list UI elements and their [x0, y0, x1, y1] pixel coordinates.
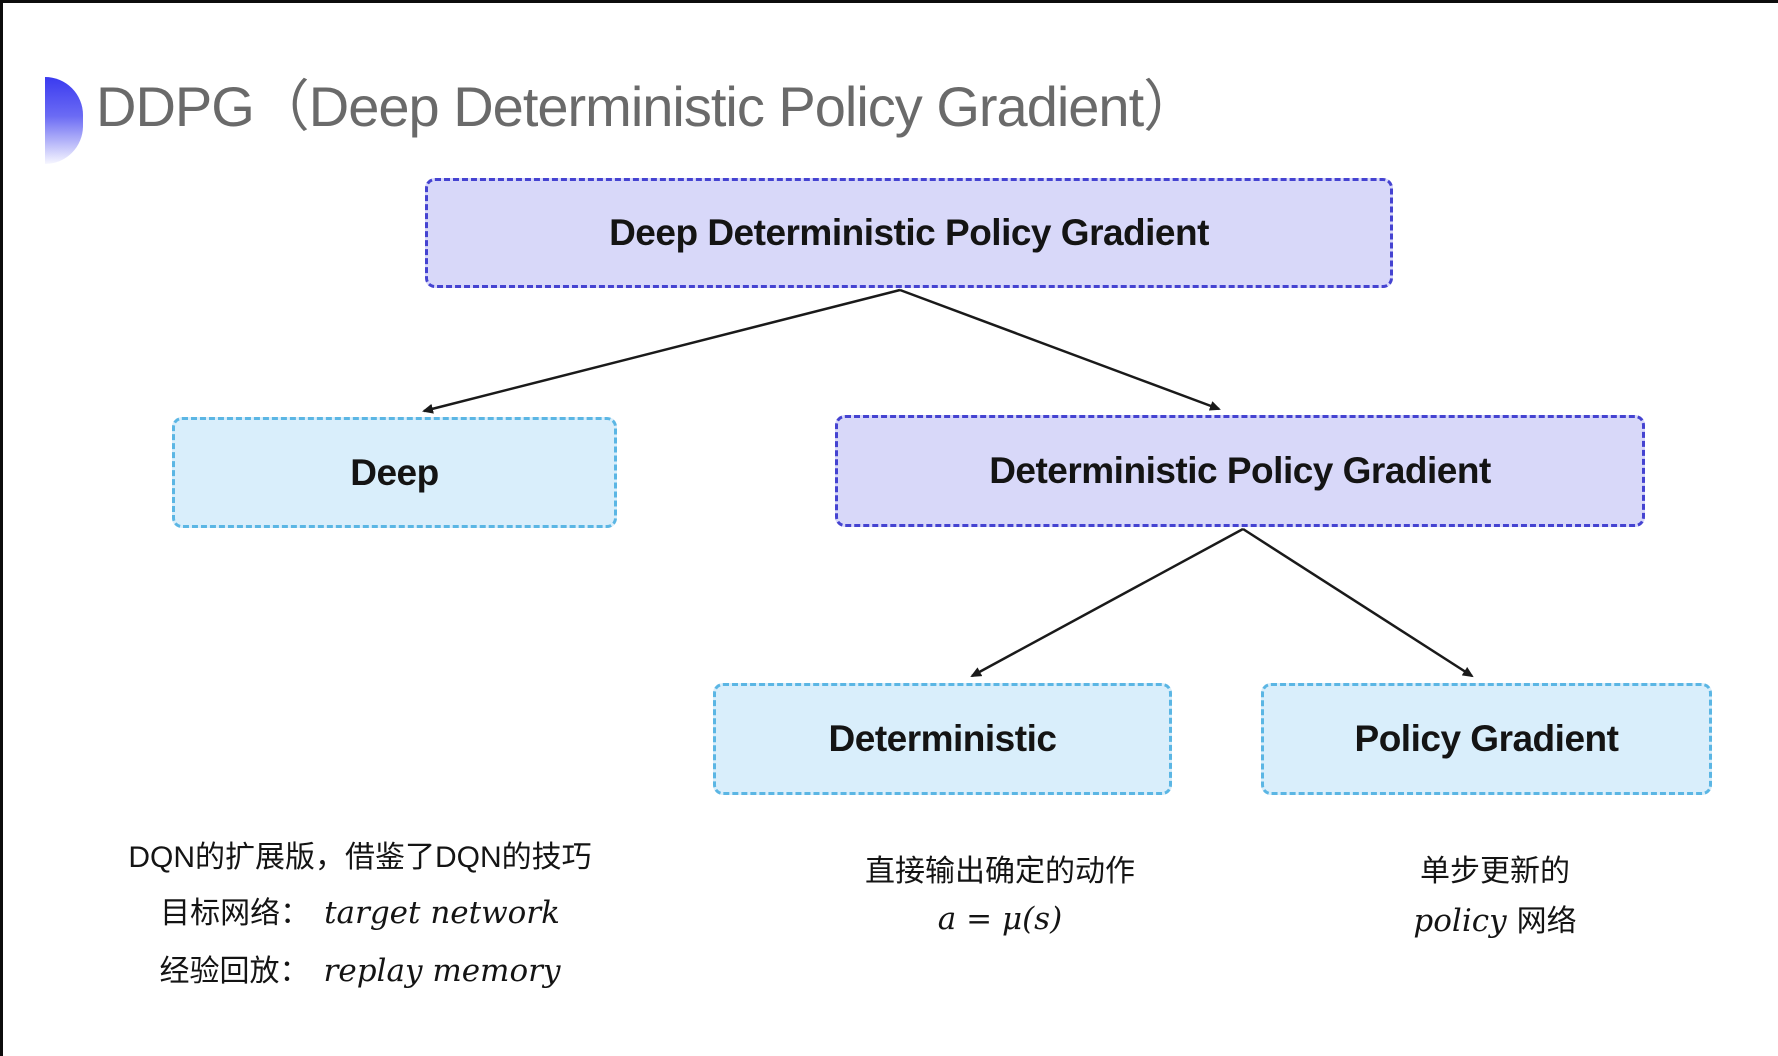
- annotation-det-formula: a = μ(s): [937, 901, 1063, 937]
- annotation-pg-line2-en: policy: [1413, 903, 1507, 939]
- annotation-deep-line2-en: target network: [324, 895, 560, 931]
- annotation-pg-line1: 单步更新的: [1420, 855, 1570, 888]
- title-bullet-icon: [45, 77, 83, 164]
- annotation-policy-gradient: 单步更新的 policy 网络: [1330, 855, 1660, 940]
- arrow-root-to-deep: [422, 288, 901, 414]
- annotation-deep-line2-zh: 目标网络：: [160, 897, 311, 930]
- node-label: Deep Deterministic Policy Gradient: [609, 212, 1209, 253]
- page-title: DDPG（Deep Deterministic Policy Gradient）: [96, 75, 1199, 138]
- arrow-dpg-to-pg: [1242, 527, 1474, 678]
- arrow-dpg-to-det: [970, 527, 1244, 678]
- annotation-pg-line2: policy 网络: [1330, 901, 1660, 939]
- node-deterministic: Deterministic: [713, 683, 1172, 795]
- node-label: Deterministic: [828, 718, 1057, 759]
- annotation-deep-line3-en: replay memory: [323, 953, 561, 989]
- annotation-deep-line3: 经验回放： replay memory: [100, 953, 620, 989]
- window-left-edge: [0, 0, 3, 1056]
- arrow-root-to-dpg: [899, 288, 1221, 411]
- node-deep-deterministic-policy-gradient: Deep Deterministic Policy Gradient: [425, 178, 1393, 288]
- annotation-deep: DQN的扩展版，借鉴了DQN的技巧 目标网络： target network 经验…: [100, 841, 620, 990]
- node-label: Deep: [350, 451, 439, 493]
- annotation-pg-line2-zh: 网络: [1516, 905, 1577, 938]
- window-top-edge: [0, 0, 1778, 3]
- annotation-deterministic: 直接输出确定的动作 a = μ(s): [800, 855, 1200, 938]
- node-label: Policy Gradient: [1354, 718, 1619, 759]
- annotation-det-line1: 直接输出确定的动作: [865, 855, 1135, 888]
- node-label: Deterministic Policy Gradient: [989, 450, 1491, 491]
- annotation-deep-line1: DQN的扩展版，借鉴了DQN的技巧: [128, 841, 592, 874]
- node-deep: Deep: [172, 417, 617, 528]
- annotation-deep-line3-zh: 经验回放：: [159, 955, 310, 988]
- annotation-deep-line2: 目标网络： target network: [100, 895, 620, 931]
- node-deterministic-policy-gradient: Deterministic Policy Gradient: [835, 415, 1645, 527]
- node-policy-gradient: Policy Gradient: [1261, 683, 1712, 795]
